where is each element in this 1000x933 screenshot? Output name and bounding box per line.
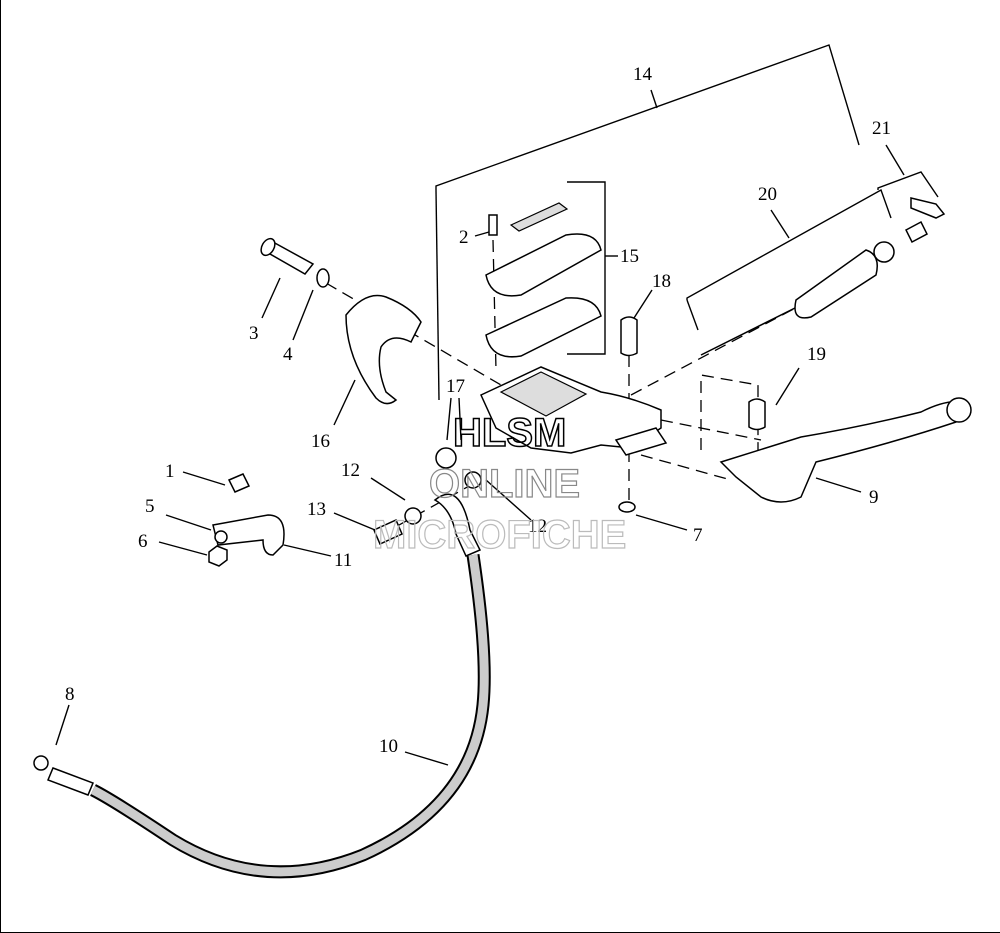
callout-19: 19 [807,344,826,365]
part-switch-17 [435,447,457,469]
part-washer-12 [404,507,422,525]
part-gasket-15 [509,202,569,232]
callout-14: 14 [633,64,653,85]
callout-labels: 14 21 20 2 15 18 3 4 19 17 16 1 12 9 5 1… [65,64,891,757]
part-bushing-19 [748,398,766,431]
part-oring-8 [33,755,49,771]
leader-lines [55,44,939,766]
part-screw-2 [488,214,498,236]
callout-20: 20 [758,184,777,205]
callout-17: 17 [446,376,465,397]
part-washer-4 [316,268,330,288]
watermark-line3: MICROFICHE [373,513,626,557]
part-bleeder-21 [905,220,928,244]
callout-7: 7 [693,525,703,546]
callout-15: 15 [620,246,639,267]
callout-9: 9 [869,487,879,508]
part-piston-20 [794,249,878,319]
part-cover-15 [485,233,602,297]
callout-12a: 12 [341,460,360,481]
callout-5: 5 [145,496,155,517]
part-pin-18 [620,316,638,357]
part-spring-20 [700,304,802,356]
part-washer-5 [214,530,228,544]
part-bolt-13 [373,519,403,545]
part-lever-tip-9 [946,397,972,423]
callout-3: 3 [249,323,259,344]
watermark-line2: ONLINE [429,462,580,506]
callout-21: 21 [872,118,891,139]
callout-13: 13 [307,499,326,520]
part-banjo-fitting [433,493,482,557]
callout-12b: 12 [528,516,547,537]
part-fitting-end [47,767,94,796]
part-washer-12b [464,471,482,489]
part-nut-6 [208,545,228,567]
part-cap-21 [910,197,946,219]
callout-18: 18 [652,271,671,292]
callout-1: 1 [165,461,175,482]
part-clamp-16 [345,294,422,405]
callout-8: 8 [65,684,75,705]
callout-11: 11 [334,550,352,571]
part-diaphragm-15 [485,297,602,358]
part-seal-20 [873,241,895,263]
part-clip-7 [618,501,636,513]
callout-4: 4 [283,344,293,365]
part-screw-3 [260,237,315,275]
part-bracket-11 [212,514,285,556]
callout-6: 6 [138,531,148,552]
callout-2: 2 [459,227,469,248]
part-bolt-1 [227,473,251,493]
watermark-line1: HLSM [453,411,566,455]
callout-16: 16 [311,431,330,452]
part-master-cylinder [480,366,668,456]
watermark: HLSM ONLINE MICROFICHE [372,410,627,557]
callout-10: 10 [379,736,398,757]
